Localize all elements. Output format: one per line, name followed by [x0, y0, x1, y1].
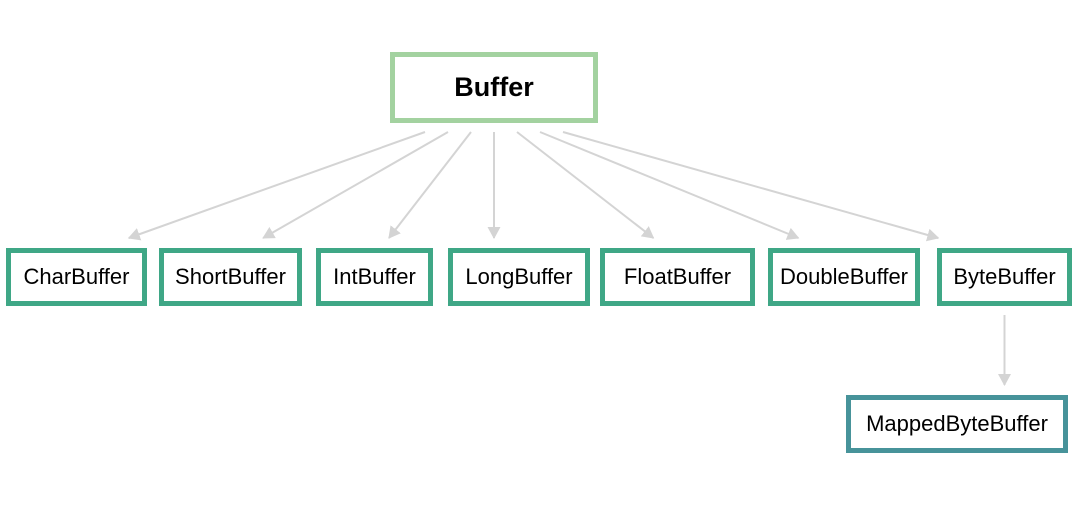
inheritance-arrow [516, 131, 655, 239]
node-intbuffer: IntBuffer [316, 248, 433, 306]
inheritance-arrow [539, 131, 800, 240]
node-buffer-label: Buffer [454, 72, 534, 102]
node-floatbuffer-label: FloatBuffer [623, 264, 732, 289]
node-bytebuffer: ByteBuffer [937, 248, 1072, 306]
node-buffer: Buffer [390, 52, 598, 123]
node-bytebuffer-label: ByteBuffer [953, 264, 1056, 289]
node-charbuffer-label: CharBuffer [23, 264, 130, 289]
node-shortbuffer: ShortBuffer [159, 248, 302, 306]
node-longbuffer: LongBuffer [448, 248, 590, 306]
node-mappedbytebuffer: MappedByteBuffer [846, 395, 1068, 453]
inheritance-arrow [562, 131, 940, 242]
node-charbuffer: CharBuffer [6, 248, 147, 306]
node-doublebuffer: DoubleBuffer [768, 248, 920, 306]
node-doublebuffer-label: DoubleBuffer [779, 264, 908, 289]
inheritance-arrow [127, 131, 426, 241]
node-mappedbytebuffer-label: MappedByteBuffer [866, 411, 1048, 436]
inheritance-arrow [262, 131, 449, 239]
inheritance-arrow [388, 131, 472, 239]
node-floatbuffer: FloatBuffer [600, 248, 755, 306]
node-intbuffer-label: IntBuffer [333, 264, 416, 289]
node-shortbuffer-label: ShortBuffer [175, 264, 286, 289]
node-longbuffer-label: LongBuffer [465, 264, 573, 289]
